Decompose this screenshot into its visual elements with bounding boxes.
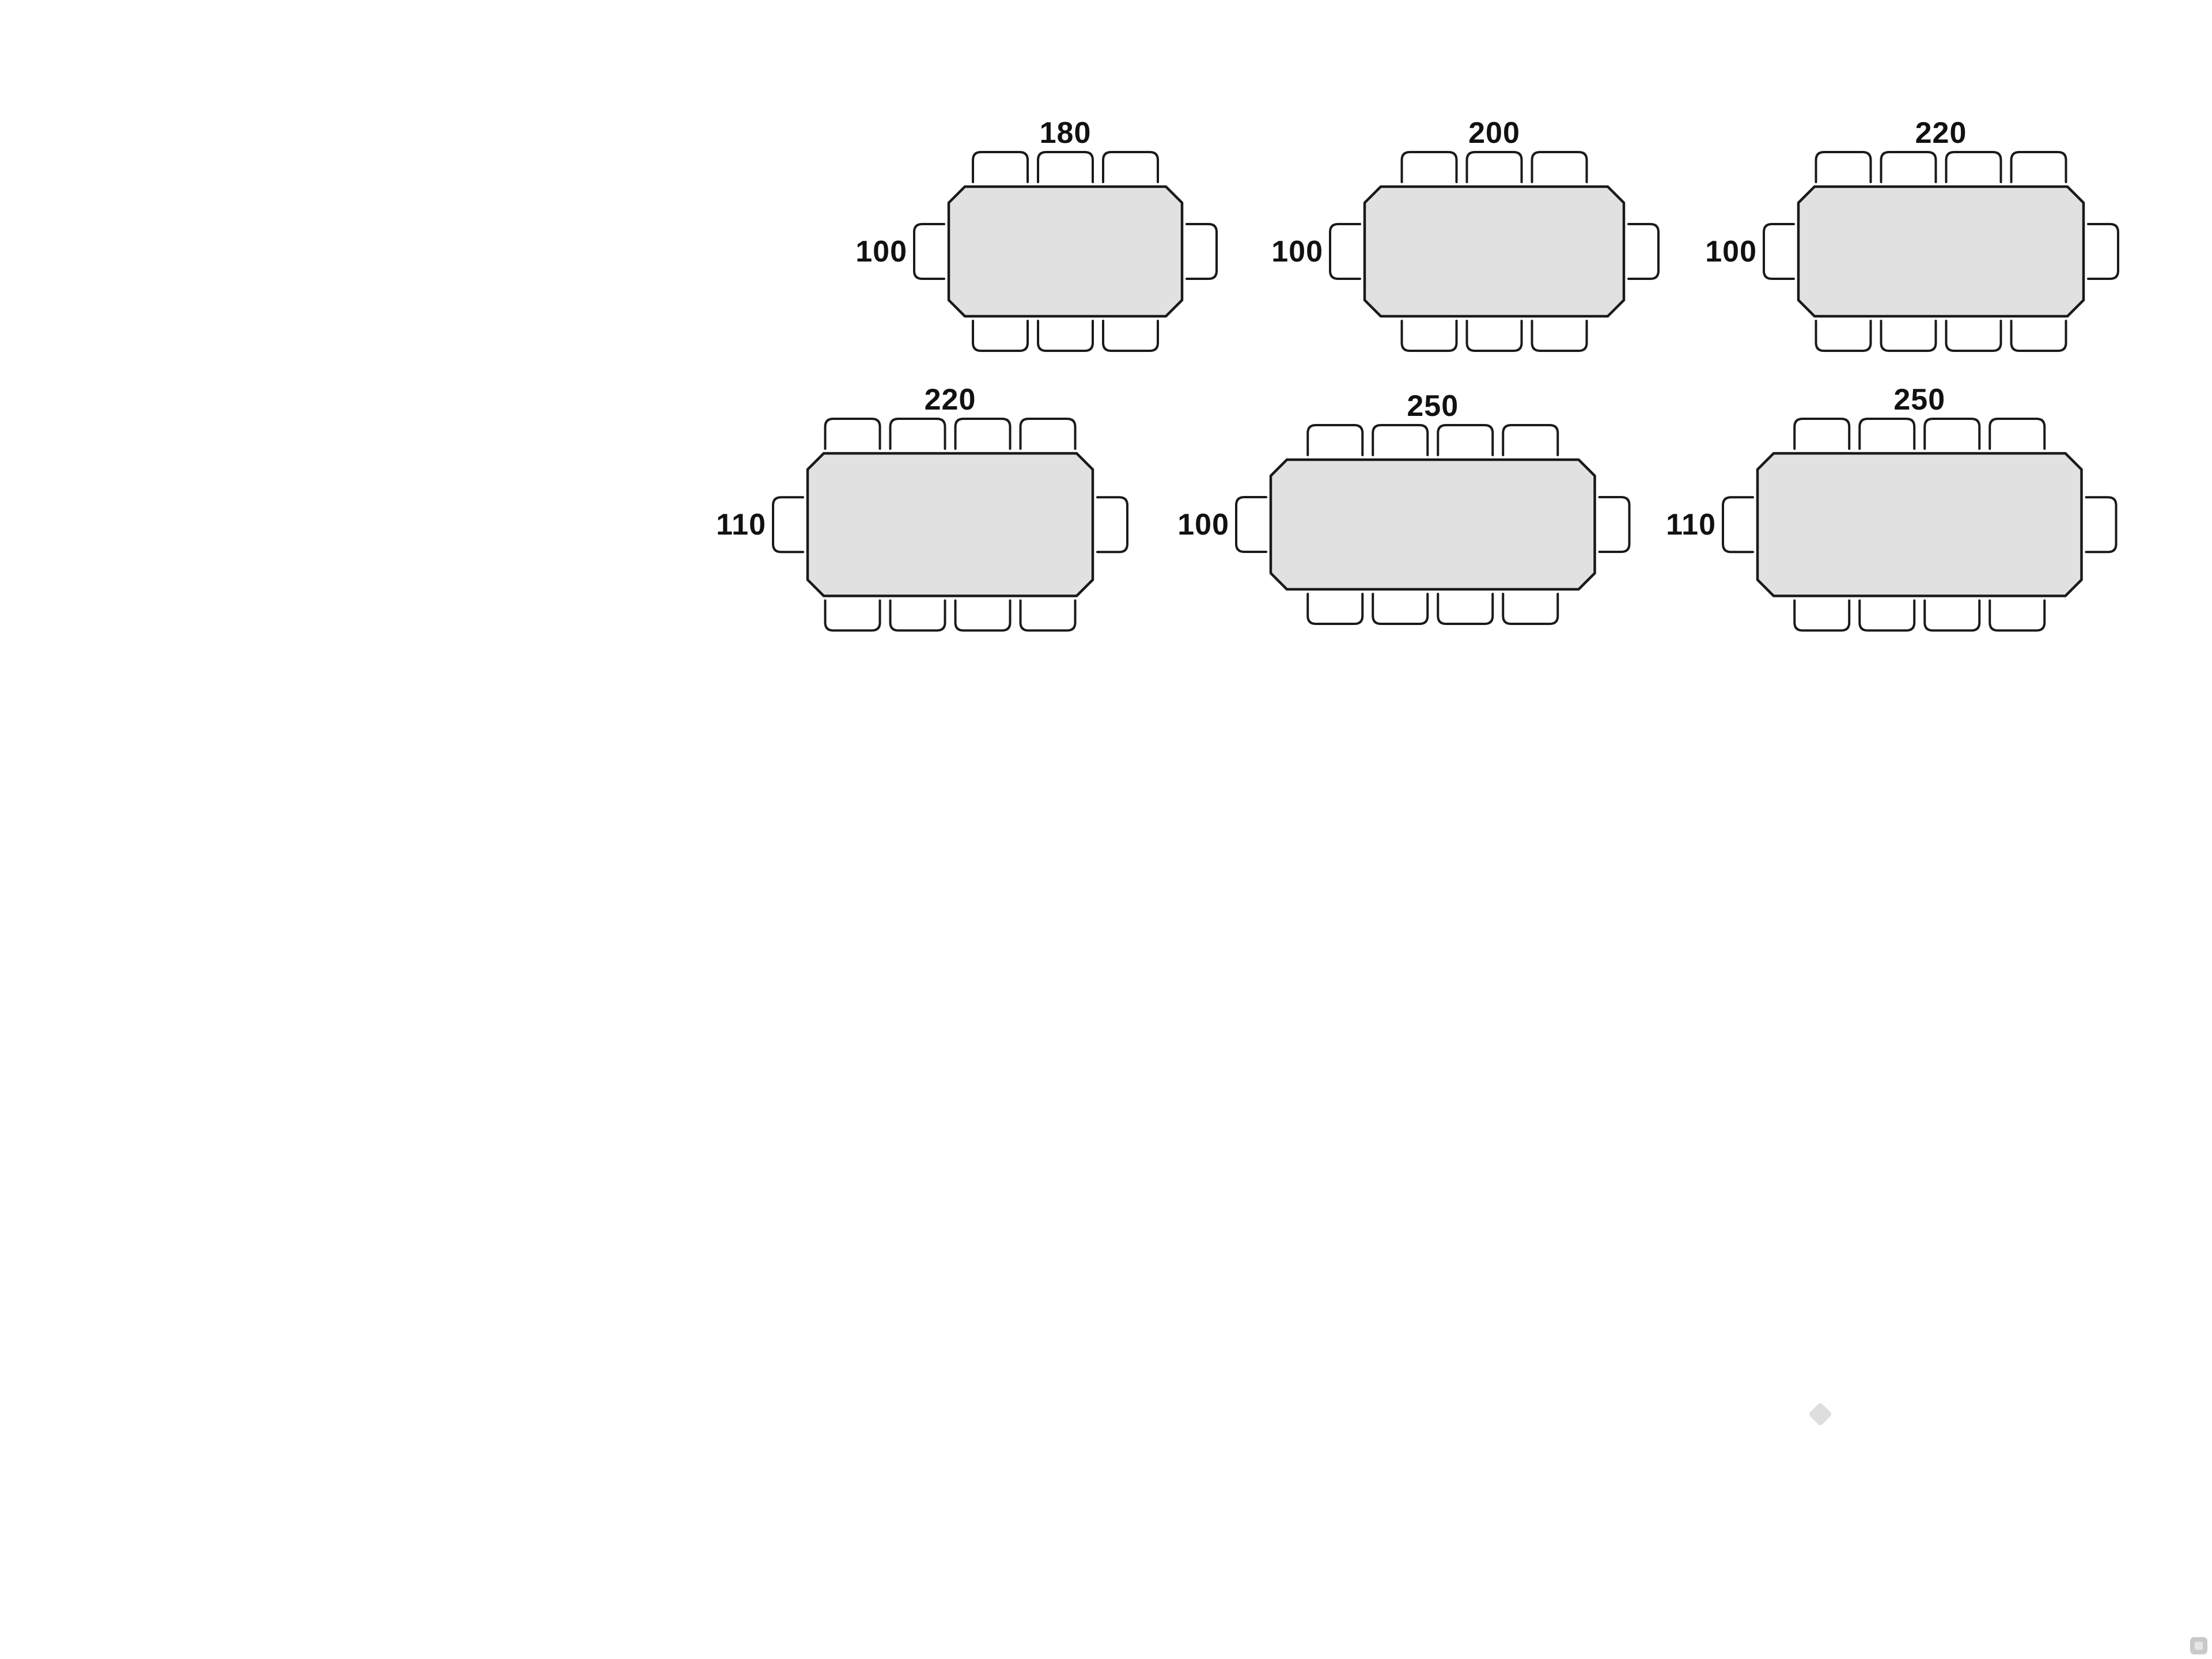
- chair-icon: [2085, 496, 2118, 554]
- watermark-diamond: [1808, 1402, 1833, 1427]
- table-graphic: [1235, 424, 1631, 625]
- chair-icon: [1400, 320, 1458, 352]
- chair-icon: [889, 599, 946, 632]
- chair-icon: [972, 320, 1029, 352]
- width-label: 250: [1407, 389, 1459, 423]
- chair-icon: [1102, 151, 1159, 183]
- chair-icon: [2010, 151, 2067, 183]
- chair-icon: [1880, 151, 1937, 183]
- corner-badge-glyph: [2195, 1642, 2203, 1650]
- table-diagram-180x100: 180 100: [850, 111, 1218, 352]
- chair-icon: [889, 418, 946, 450]
- table-top: [1363, 185, 1626, 318]
- chair-icon: [1531, 151, 1588, 183]
- chair-icon: [1531, 320, 1588, 352]
- table-graphic: [1329, 151, 1660, 352]
- chair-icon: [1037, 320, 1094, 352]
- chair-icon: [1437, 593, 1494, 625]
- chair-icon: [1502, 424, 1559, 456]
- width-label: 200: [1468, 116, 1520, 150]
- chair-icon: [1988, 418, 2046, 450]
- chair-icon: [1465, 151, 1523, 183]
- chair-icon: [1502, 593, 1559, 625]
- chair-icon: [1185, 223, 1218, 280]
- chair-icon: [1235, 496, 1267, 553]
- chair-icon: [1763, 223, 1795, 280]
- depth-label: 110: [1666, 507, 1716, 541]
- chair-icon: [972, 151, 1029, 183]
- table-diagram-220x110: 220 110: [709, 377, 1128, 632]
- width-label: 220: [924, 383, 976, 416]
- chair-icon: [1400, 151, 1458, 183]
- chair-icon: [1102, 320, 1159, 352]
- chair-icon: [1465, 320, 1523, 352]
- chair-icon: [1858, 418, 1916, 450]
- depth-label: 100: [1177, 507, 1229, 541]
- chair-icon: [824, 418, 881, 450]
- table-diagram-250x100: 250 100: [1172, 384, 1631, 625]
- chair-icon: [1306, 593, 1364, 625]
- chair-icon: [1815, 320, 1872, 352]
- chair-icon: [1858, 599, 1916, 632]
- chair-icon: [1019, 599, 1077, 632]
- chair-icon: [1037, 151, 1094, 183]
- depth-label: 110: [716, 507, 766, 541]
- width-label: 220: [1915, 116, 1967, 150]
- table-graphic: [1722, 418, 2118, 632]
- table-top: [947, 185, 1184, 318]
- chair-icon: [1988, 599, 2046, 632]
- chair-icon: [1923, 599, 1981, 632]
- width-label: 250: [1893, 383, 1946, 416]
- chair-icon: [954, 418, 1012, 450]
- width-label: 180: [1039, 116, 1092, 150]
- table-diagram-220x100: 220 100: [1699, 111, 2119, 352]
- table-top: [1269, 458, 1596, 591]
- chair-icon: [824, 599, 881, 632]
- chair-icon: [1880, 320, 1937, 352]
- chair-icon: [1815, 151, 1872, 183]
- corner-badge-icon: [2190, 1637, 2207, 1654]
- chair-icon: [1627, 223, 1660, 280]
- chair-icon: [1437, 424, 1494, 456]
- chair-icon: [1306, 424, 1364, 456]
- chair-icon: [1722, 496, 1754, 554]
- chair-icon: [1923, 418, 1981, 450]
- depth-label: 100: [1705, 234, 1757, 268]
- chair-icon: [1372, 424, 1429, 456]
- chair-icon: [1598, 496, 1631, 553]
- depth-label: 100: [1271, 234, 1323, 268]
- chair-icon: [1019, 418, 1077, 450]
- table-diagram-250x110: 250 110: [1658, 377, 2118, 632]
- chair-icon: [1096, 496, 1128, 554]
- chair-icon: [1793, 418, 1851, 450]
- chair-icon: [1945, 151, 2002, 183]
- table-graphic: [913, 151, 1218, 352]
- table-diagram-200x100: 200 100: [1266, 111, 1660, 352]
- chair-icon: [1793, 599, 1851, 632]
- table-graphic: [1763, 151, 2119, 352]
- table-graphic: [772, 418, 1128, 632]
- table-top: [806, 452, 1094, 597]
- chair-icon: [913, 223, 945, 280]
- chair-icon: [1372, 593, 1429, 625]
- table-top: [1756, 452, 2083, 597]
- chair-icon: [1945, 320, 2002, 352]
- chair-icon: [954, 599, 1012, 632]
- depth-label: 100: [855, 234, 907, 268]
- chair-icon: [1329, 223, 1361, 280]
- chair-icon: [772, 496, 804, 554]
- chair-icon: [2087, 223, 2119, 280]
- chair-icon: [2010, 320, 2067, 352]
- table-top: [1797, 185, 2085, 318]
